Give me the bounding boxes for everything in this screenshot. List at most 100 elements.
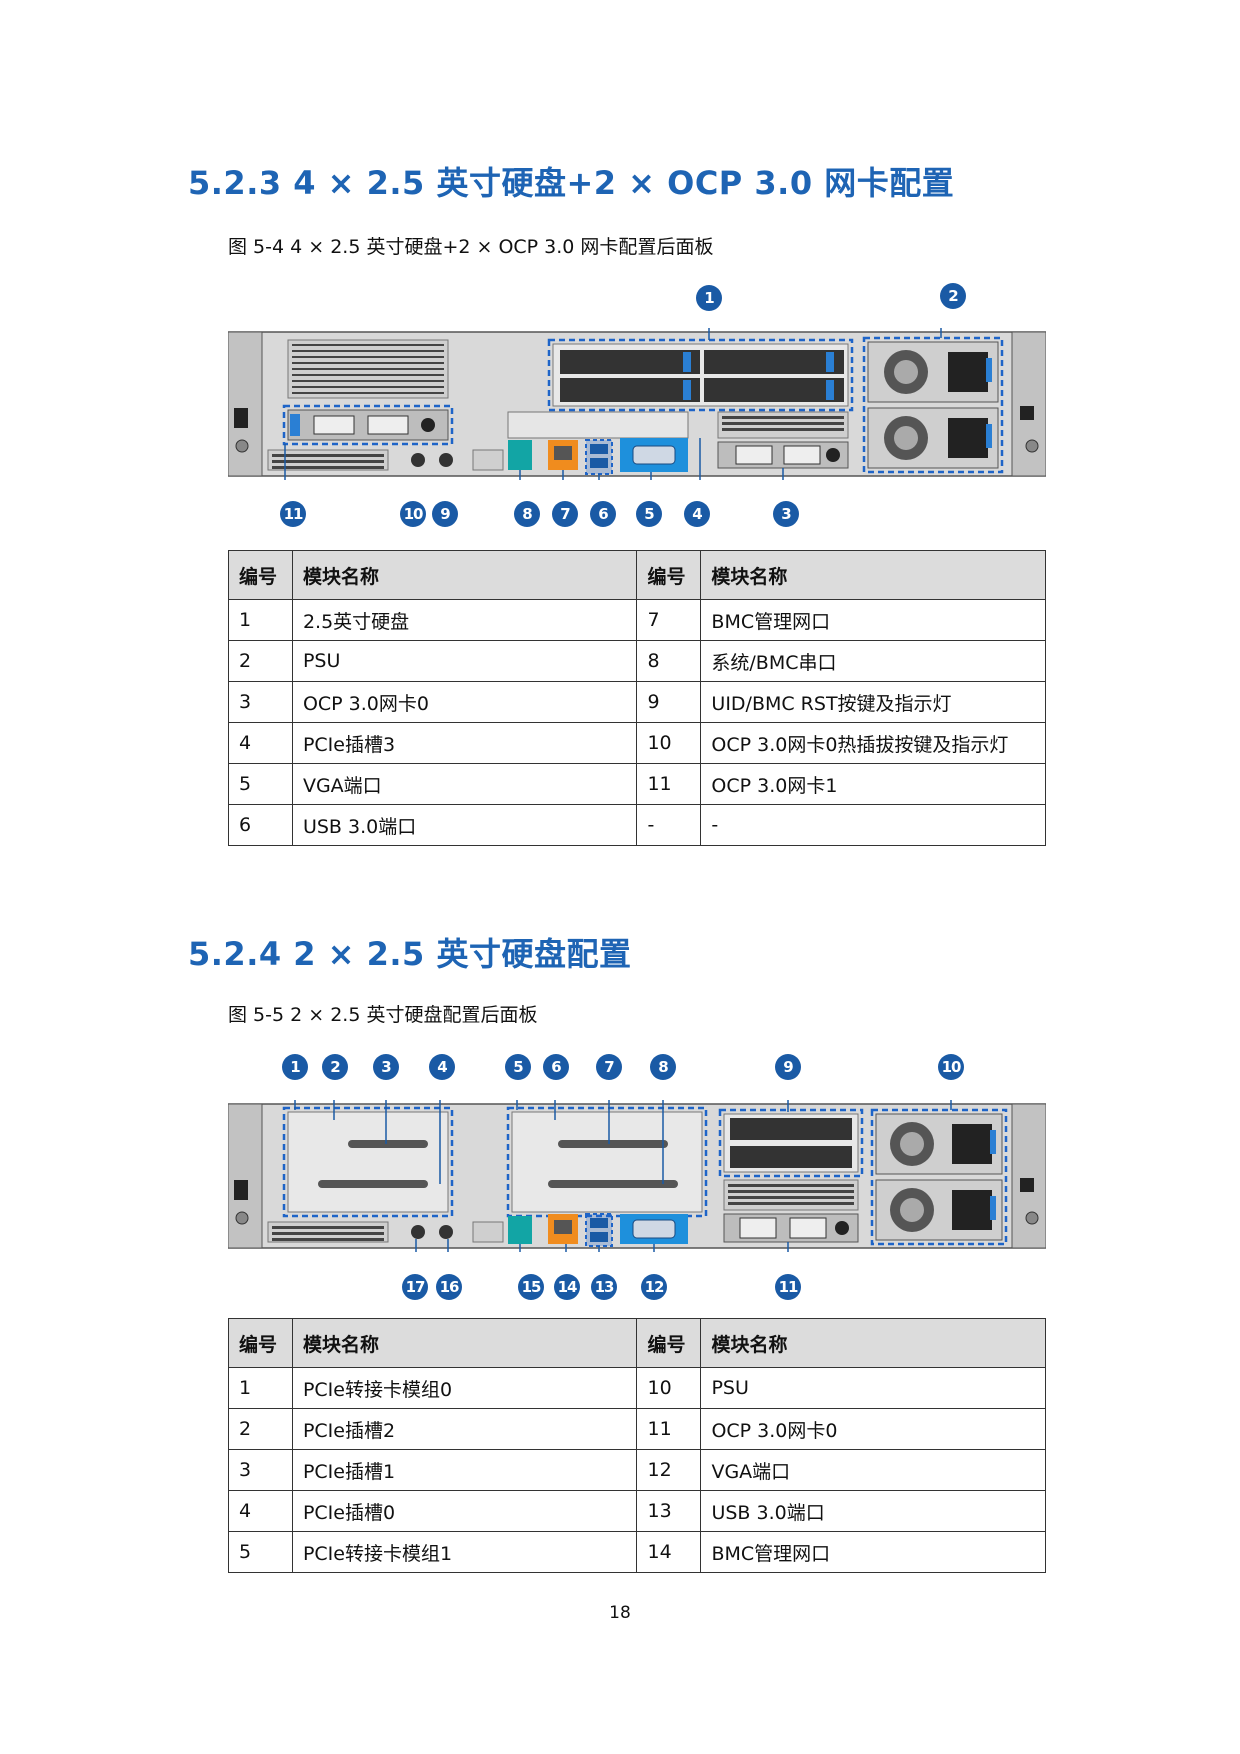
cell-module: USB 3.0端口	[291, 804, 638, 846]
cell-module: PCIe插槽0	[291, 1490, 638, 1532]
table-row: 3 PCIe插槽1 12 VGA端口	[228, 1449, 1046, 1491]
cell-module: PCIe转接卡模组1	[291, 1531, 638, 1573]
table-row: 5 VGA端口 11 OCP 3.0网卡1	[228, 763, 1046, 805]
cell-no: 10	[636, 722, 702, 764]
cell-no: 1	[228, 1367, 293, 1409]
cell-module: 2.5英寸硬盘	[291, 599, 638, 641]
callout-4: 4	[684, 501, 710, 527]
callout-12: 12	[641, 1274, 667, 1300]
cell-no: 7	[636, 599, 702, 641]
cell-no: 5	[228, 763, 293, 805]
cell-no: 8	[636, 640, 702, 682]
cell-module: UID/BMC RST按键及指示灯	[700, 681, 1046, 723]
callout-1: 1	[696, 285, 722, 311]
cell-module: PCIe插槽2	[291, 1408, 638, 1450]
section-title-524: 5.2.4 2 × 2.5 英寸硬盘配置	[188, 935, 632, 973]
cell-no: 6	[228, 804, 293, 846]
cell-no: 2	[228, 640, 293, 682]
cell-module: PCIe插槽1	[291, 1449, 638, 1491]
table-row: 1 2.5英寸硬盘 7 BMC管理网口	[228, 599, 1046, 641]
cell-no: 3	[228, 1449, 293, 1491]
module-table-2: 编号 模块名称 编号 模块名称 1 PCIe转接卡模组0 10 PSU 2 PC…	[228, 1318, 1046, 1573]
cell-no: -	[636, 804, 702, 846]
cell-no: 12	[636, 1449, 702, 1491]
cell-no: 10	[636, 1367, 702, 1409]
callout-4: 4	[429, 1054, 455, 1080]
table-header-row: 编号 模块名称 编号 模块名称	[228, 550, 1046, 600]
callout-7: 7	[552, 501, 578, 527]
callout-3: 3	[373, 1054, 399, 1080]
callout-2: 2	[322, 1054, 348, 1080]
header-module: 模块名称	[700, 550, 1046, 600]
table-row: 4 PCIe插槽3 10 OCP 3.0网卡0热插拔按键及指示灯	[228, 722, 1046, 764]
cell-module: -	[700, 804, 1046, 846]
rear-panel-image-1	[228, 328, 1046, 480]
callout-7: 7	[596, 1054, 622, 1080]
cell-module: BMC管理网口	[700, 1531, 1046, 1573]
section-title-523: 5.2.3 4 × 2.5 英寸硬盘+2 × OCP 3.0 网卡配置	[188, 164, 955, 202]
cell-no: 2	[228, 1408, 293, 1450]
table-row: 4 PCIe插槽0 13 USB 3.0端口	[228, 1490, 1046, 1532]
callout-11: 11	[775, 1274, 801, 1300]
callout-6: 6	[590, 501, 616, 527]
cell-no: 13	[636, 1490, 702, 1532]
cell-module: OCP 3.0网卡0	[700, 1408, 1046, 1450]
cell-no: 9	[636, 681, 702, 723]
header-module: 模块名称	[291, 550, 638, 600]
cell-module: OCP 3.0网卡0	[291, 681, 638, 723]
cell-module: VGA端口	[700, 1449, 1046, 1491]
callout-10: 10	[400, 501, 426, 527]
figure-caption-5-5: 图 5-5 2 × 2.5 英寸硬盘配置后面板	[228, 1004, 538, 1026]
cell-module: PCIe转接卡模组0	[291, 1367, 638, 1409]
callout-14: 14	[554, 1274, 580, 1300]
callout-9: 9	[775, 1054, 801, 1080]
cell-module: 系统/BMC串口	[700, 640, 1046, 682]
cell-module: PCIe插槽3	[291, 722, 638, 764]
cell-no: 4	[228, 722, 293, 764]
header-module: 模块名称	[700, 1318, 1046, 1368]
callout-11: 11	[280, 501, 306, 527]
table-row: 3 OCP 3.0网卡0 9 UID/BMC RST按键及指示灯	[228, 681, 1046, 723]
callout-2: 2	[940, 283, 966, 309]
cell-module: PSU	[291, 640, 638, 682]
cell-no: 11	[636, 763, 702, 805]
callout-1: 1	[282, 1054, 308, 1080]
table-row: 2 PSU 8 系统/BMC串口	[228, 640, 1046, 682]
header-no: 编号	[228, 550, 293, 600]
header-no: 编号	[636, 1318, 702, 1368]
table-row: 6 USB 3.0端口 - -	[228, 804, 1046, 846]
header-no: 编号	[636, 550, 702, 600]
header-module: 模块名称	[291, 1318, 638, 1368]
cell-no: 14	[636, 1531, 702, 1573]
callout-5: 5	[636, 501, 662, 527]
figure-caption-5-4: 图 5-4 4 × 2.5 英寸硬盘+2 × OCP 3.0 网卡配置后面板	[228, 236, 714, 258]
callout-10: 10	[938, 1054, 964, 1080]
table-row: 2 PCIe插槽2 11 OCP 3.0网卡0	[228, 1408, 1046, 1450]
cell-module: OCP 3.0网卡1	[700, 763, 1046, 805]
module-table-1: 编号 模块名称 编号 模块名称 1 2.5英寸硬盘 7 BMC管理网口 2 PS…	[228, 550, 1046, 846]
cell-no: 3	[228, 681, 293, 723]
cell-module: OCP 3.0网卡0热插拔按键及指示灯	[700, 722, 1046, 764]
cell-module: PSU	[700, 1367, 1046, 1409]
cell-no: 1	[228, 599, 293, 641]
cell-no: 5	[228, 1531, 293, 1573]
callout-6: 6	[543, 1054, 569, 1080]
callout-8: 8	[650, 1054, 676, 1080]
rear-panel-image-2	[228, 1100, 1046, 1252]
header-no: 编号	[228, 1318, 293, 1368]
cell-module: VGA端口	[291, 763, 638, 805]
cell-no: 11	[636, 1408, 702, 1450]
callout-13: 13	[591, 1274, 617, 1300]
cell-no: 4	[228, 1490, 293, 1532]
callout-5: 5	[505, 1054, 531, 1080]
cell-module: USB 3.0端口	[700, 1490, 1046, 1532]
callout-16: 16	[436, 1274, 462, 1300]
table-header-row: 编号 模块名称 编号 模块名称	[228, 1318, 1046, 1368]
callout-15: 15	[518, 1274, 544, 1300]
cell-module: BMC管理网口	[700, 599, 1046, 641]
table-row: 5 PCIe转接卡模组1 14 BMC管理网口	[228, 1531, 1046, 1573]
table-row: 1 PCIe转接卡模组0 10 PSU	[228, 1367, 1046, 1409]
callout-8: 8	[514, 501, 540, 527]
callout-9: 9	[432, 501, 458, 527]
callout-3: 3	[773, 501, 799, 527]
